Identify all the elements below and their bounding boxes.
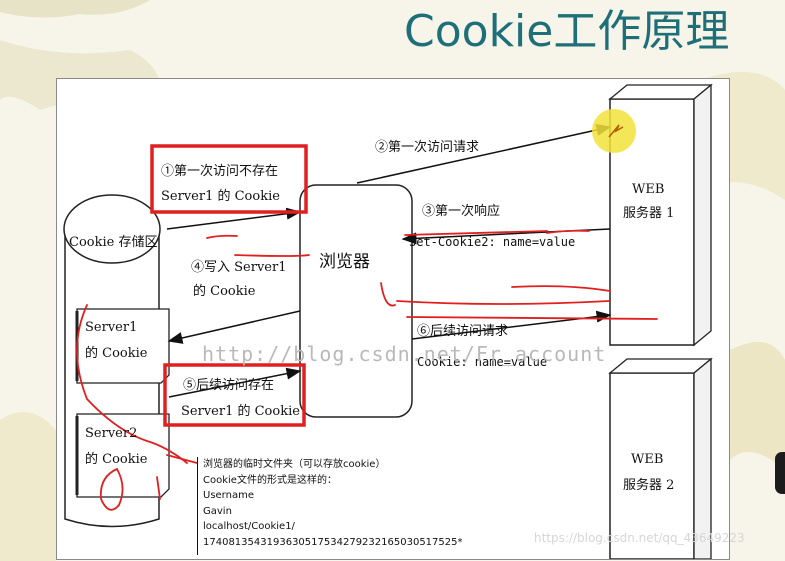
side-tab[interactable] [775,452,785,494]
cookie-store-top [63,194,161,264]
arrow-step2 [356,124,612,184]
step4-label-line1: ④写入 Server1 [191,260,287,275]
step2-label: ②第一次访问请求 [375,140,480,155]
diagram-graphics [63,83,713,559]
server2-label-line1: WEB [631,452,664,467]
step4-label-line2: 的 Cookie [193,284,256,299]
arrow-step5 [168,367,302,398]
step6-label: ⑥后续访问请求 [417,324,509,339]
note-line: 1740813543193630517534279232165030517525… [203,536,463,548]
note-line: 浏览器的临时文件夹（可以存放cookie） [203,459,386,470]
step3-label: ③第一次响应 [422,204,501,219]
cookie-store-cylinder [64,229,160,528]
server2-file-label-line1: Server2 [85,426,138,441]
highlight-box-step5 [163,363,306,427]
arrow-step1 [166,207,302,230]
csdn-watermark: https://blog.csdn.net/qq_43649223 [534,531,745,545]
step1-label-line1: ①第一次访问不存在 [161,164,279,179]
browser-box [299,184,413,418]
server1-label-line1: WEB [632,182,665,197]
server2-file-label-line2: 的 Cookie [85,452,148,467]
blog-watermark: http://blog.csdn.net/Fr_account [202,342,607,366]
note-line: Cookie文件的形式是这样的： [203,474,337,486]
note-line: Username [203,490,254,501]
arrow-step4 [167,310,301,344]
step6-header: Cookie: name=value [417,355,548,369]
highlight-box-step1 [150,144,308,214]
server1-label-line2: 服务器 1 [623,206,675,221]
cookie-diagram: ①第一次访问不存在 Server1 的 Cookie Cookie 存储区 浏览… [56,78,730,560]
step5-label-line1: ⑤后续访问存在 [183,378,275,393]
slide-title: Cookie工作原理 [404,6,730,57]
server1-file-label-line1: Server1 [85,320,138,335]
step5-label-line2: Server1 的 Cookie [181,404,300,419]
cursor-pointer [608,124,624,138]
step1-label-line2: Server1 的 Cookie [161,189,280,204]
cookie-store-label: Cookie 存储区 [69,235,158,250]
note-line: Gavin [203,505,232,517]
server2-label-line2: 服务器 2 [623,478,675,493]
server1-file-label-line2: 的 Cookie [85,346,148,361]
note-line: localhost/Cookie1/ [203,521,295,532]
browser-label: 浏览器 [319,252,370,272]
cookie-file-note: 浏览器的临时文件夹（可以存放cookie） Cookie文件的形式是这样的： U… [197,457,527,555]
step3-header: Set-Cookie2: name=value [409,235,576,249]
